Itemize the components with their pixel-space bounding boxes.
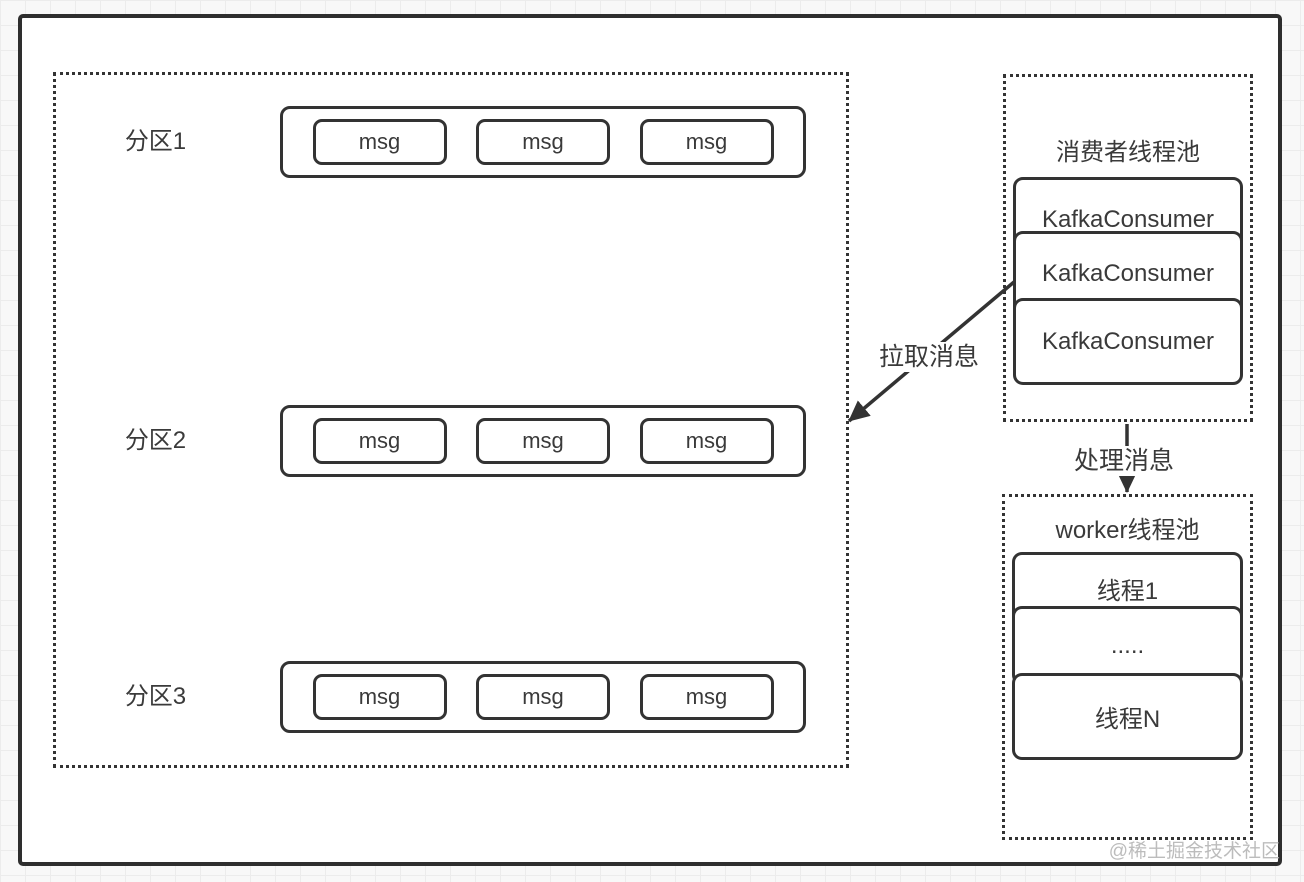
consumer-pool-box xyxy=(1003,74,1253,422)
worker-thread-box: ..... xyxy=(1012,606,1243,685)
message-box: msg xyxy=(639,418,774,464)
consumer-pool-title: 消费者线程池 xyxy=(1056,139,1200,166)
pull-message-label: 拉取消息 xyxy=(873,342,986,372)
partition-2-queue: msg msg msg xyxy=(280,405,806,477)
message-box: msg xyxy=(312,119,447,165)
partition-3-label: 分区3 xyxy=(124,683,187,710)
message-box: msg xyxy=(312,674,447,720)
message-box: msg xyxy=(639,119,774,165)
watermark: @稀土掘金技术社区 xyxy=(1108,841,1280,862)
message-box: msg xyxy=(476,674,610,720)
message-box: msg xyxy=(312,418,447,464)
partition-2-label: 分区2 xyxy=(124,427,187,454)
message-box: msg xyxy=(476,119,610,165)
worker-pool-box xyxy=(1002,494,1253,840)
worker-pool-title: worker线程池 xyxy=(1055,517,1200,544)
worker-thread-box: 线程N xyxy=(1012,673,1243,760)
partitions-group-box xyxy=(53,72,849,768)
process-message-label: 处理消息 xyxy=(1068,446,1181,476)
message-box: msg xyxy=(476,418,610,464)
partition-1-label: 分区1 xyxy=(124,128,187,155)
message-box: msg xyxy=(639,674,774,720)
kafka-consumer-box: KafkaConsumer xyxy=(1013,298,1243,385)
partition-1-queue: msg msg msg xyxy=(280,106,806,178)
partition-3-queue: msg msg msg xyxy=(280,661,806,733)
